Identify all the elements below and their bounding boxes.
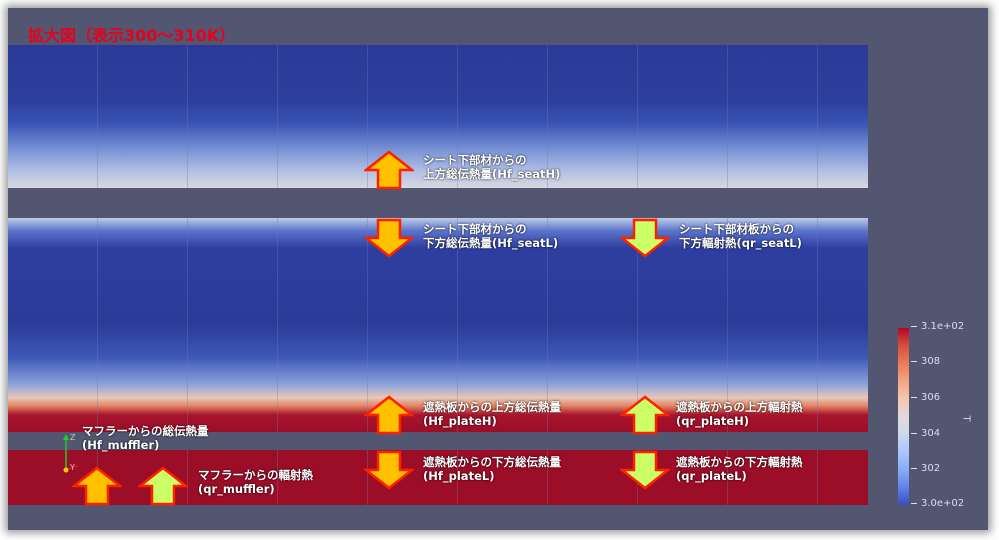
label-hf-plateH: 遮熱板からの上方総伝熱量(Hf_plateH) [423, 400, 561, 428]
middle-air-region [8, 218, 868, 432]
arrow-up-radiation-icon [138, 466, 188, 506]
colorbar-tick: 3.1e+02 [911, 321, 964, 332]
render-view[interactable]: 拡大図（表示300～310K） シート下部材からの上方総伝熱量(Hf_seatH… [8, 8, 988, 530]
colorbar [898, 328, 909, 505]
figure-title: 拡大図（表示300～310K） [28, 26, 236, 45]
orientation-axes-icon [63, 434, 79, 473]
label-qr-seatL: シート下部材板からの下方輻射熱(qr_seatL) [679, 222, 802, 250]
label-qr-plateH: 遮熱板からの上方輻射熱(qr_plateH) [676, 400, 803, 428]
arrow-down-radiation-icon [620, 218, 670, 258]
label-hf-plateL: 遮熱板からの下方総伝熱量(Hf_plateL) [423, 455, 561, 483]
label-hf-seatH: シート下部材からの上方総伝熱量(Hf_seatH) [423, 153, 561, 181]
arrow-down-radiation-icon [620, 450, 670, 490]
colorbar-tick: 3.0e+02 [911, 498, 964, 509]
colorbar-tick: 302 [911, 463, 940, 474]
colorbar-title: T [960, 415, 972, 422]
arrow-up-radiation-icon [620, 395, 670, 435]
colorbar-tick: 304 [911, 428, 940, 439]
label-qr-muffler: マフラーからの輻射熱(qr_muffler) [198, 468, 313, 496]
label-hf-seatL: シート下部材からの下方総伝熱量(Hf_seatL) [423, 222, 559, 250]
arrow-up-total-heat-icon [364, 395, 414, 435]
label-hf-muffler: マフラーからの総伝熱量(Hf_muffler) [82, 424, 209, 452]
arrow-up-total-heat-icon [364, 150, 414, 190]
axis-y-label: Y [70, 463, 75, 472]
arrow-down-total-heat-icon [364, 218, 414, 258]
colorbar-tick: 306 [911, 392, 940, 403]
arrow-up-total-heat-icon [72, 466, 122, 506]
arrow-down-total-heat-icon [364, 450, 414, 490]
label-qr-plateL: 遮熱板からの下方輻射熱(qr_plateL) [676, 455, 803, 483]
axis-z-label: Z [70, 433, 76, 442]
seat-member-region [8, 45, 868, 188]
colorbar-tick: 308 [911, 356, 940, 367]
